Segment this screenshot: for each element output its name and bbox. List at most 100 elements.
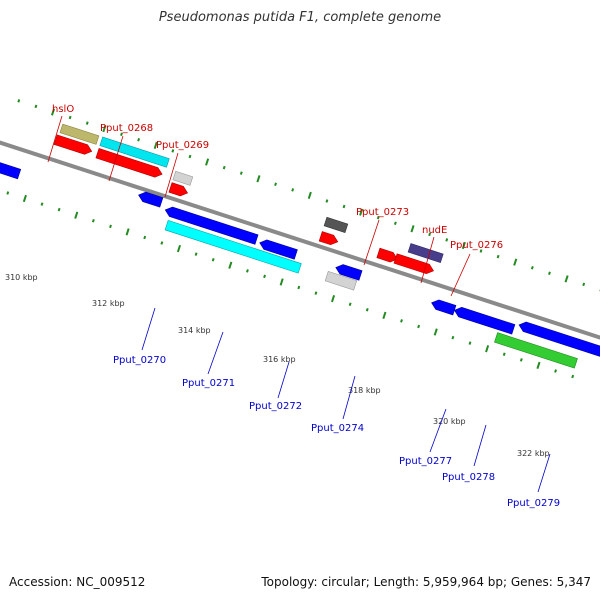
gene-Pput_0273-shaded[interactable] [323, 216, 349, 233]
scale-label: 312 kbp [92, 299, 125, 308]
tick-mark [246, 269, 249, 273]
tick-mark [307, 191, 312, 200]
tick-mark [6, 191, 10, 195]
tick-mark [160, 241, 164, 245]
tick-mark [239, 171, 243, 175]
gene-Pput_0278[interactable] [453, 305, 516, 335]
tick-mark [40, 202, 44, 206]
tick-mark [530, 265, 534, 270]
gene-label: nudE [422, 225, 447, 236]
leader-line [141, 307, 156, 351]
gene-reverse-left[interactable] [0, 160, 22, 180]
gene-label: Pput_0270 [113, 355, 166, 366]
tick-mark [263, 274, 266, 279]
gene-label: Pput_0271 [182, 378, 235, 389]
forward-strand [53, 123, 444, 276]
tick-mark [194, 252, 198, 256]
tick-mark [582, 282, 586, 287]
gene-Pput_0274[interactable] [334, 263, 363, 281]
gene-label: hslO [52, 104, 74, 115]
leader-line [164, 152, 179, 198]
gene-Pput_0268-shaded[interactable] [99, 136, 170, 168]
gene-Pput_0271-shaded[interactable] [164, 219, 302, 274]
tick-mark [256, 175, 261, 183]
gene-Pput_0279-shaded[interactable] [494, 332, 578, 369]
gene-Pput_0271[interactable] [164, 205, 259, 245]
gene-hslO-shaded[interactable] [59, 123, 100, 145]
gene-Pput_0270[interactable] [137, 190, 164, 208]
gene-Pput_0273[interactable] [318, 231, 339, 247]
gene-label: Pput_0269 [156, 140, 209, 151]
tick-mark [120, 132, 123, 136]
tick-mark [513, 258, 518, 266]
gene-Pput_0272[interactable] [258, 238, 298, 260]
reverse-labels: Pput_0270 Pput_0271 Pput_0272 Pput_0274 … [113, 307, 560, 509]
tick-mark [428, 232, 432, 237]
tick-mark [102, 125, 107, 133]
tick-mark [125, 228, 130, 236]
gene-label: Pput_0274 [311, 423, 364, 434]
tick-mark [74, 211, 79, 219]
tick-mark [91, 219, 95, 223]
tick-mark [359, 208, 364, 216]
leader-line [473, 424, 487, 467]
tick-mark [291, 188, 295, 192]
gene-Pput_0268[interactable] [95, 148, 164, 179]
leader-line [108, 135, 124, 182]
leader-line [429, 408, 447, 453]
gene-label: Pput_0277 [399, 456, 452, 467]
tick-mark [331, 295, 336, 303]
tick-mark [400, 319, 403, 323]
tick-mark [188, 154, 192, 159]
tick-mark [451, 335, 455, 340]
tick-mark [34, 104, 38, 109]
gene-Pput_0276[interactable] [393, 253, 435, 276]
gene-label: Pput_0273 [356, 207, 409, 218]
tick-mark [211, 257, 215, 262]
tick-mark [548, 271, 551, 276]
gene-Pput_0277[interactable] [430, 298, 457, 316]
tick-mark [485, 345, 490, 353]
tick-mark [410, 225, 415, 233]
leader-line [47, 115, 63, 163]
gene-label: Pput_0268 [100, 123, 153, 134]
gene-Pput_0269-shaded[interactable] [172, 170, 194, 186]
tick-mark [564, 275, 569, 283]
tick-mark [461, 241, 466, 250]
tick-mark [176, 244, 181, 253]
gene-nudE[interactable] [376, 247, 399, 264]
scale-label: 320 kbp [433, 417, 466, 426]
tick-mark [143, 235, 147, 240]
tick-mark [382, 311, 387, 319]
tick-mark [297, 285, 301, 290]
gene-Pput_0279[interactable] [517, 320, 600, 369]
leader-line [363, 219, 380, 266]
inner-tick-ring [6, 191, 575, 379]
tick-mark [137, 138, 141, 142]
gene-Pput_0269[interactable] [168, 182, 189, 198]
genome-summary-text: Topology: circular; Length: 5,959,964 bp… [261, 575, 591, 589]
tick-mark [348, 302, 352, 306]
tick-mark [502, 352, 506, 357]
tick-mark [571, 374, 575, 379]
tick-mark [153, 141, 158, 149]
tick-mark [274, 182, 277, 187]
gene-nudE-shaded[interactable] [407, 243, 444, 263]
scale-label: 316 kbp [263, 355, 296, 364]
tick-mark [50, 108, 56, 116]
map-title: Pseudomonas putida F1, complete genome [158, 10, 442, 25]
tick-mark [22, 194, 27, 203]
gene-label: Pput_0278 [442, 472, 495, 483]
tick-mark [57, 207, 61, 212]
tick-mark [279, 278, 284, 286]
tick-mark [536, 361, 541, 370]
gene-hslO[interactable] [53, 134, 93, 156]
tick-mark [554, 369, 557, 373]
tick-mark [228, 261, 233, 269]
gene-Pput_0274-shaded[interactable] [324, 270, 358, 291]
gene-label: Pput_0276 [450, 240, 503, 251]
tick-mark [109, 224, 112, 229]
tick-mark [417, 324, 421, 329]
